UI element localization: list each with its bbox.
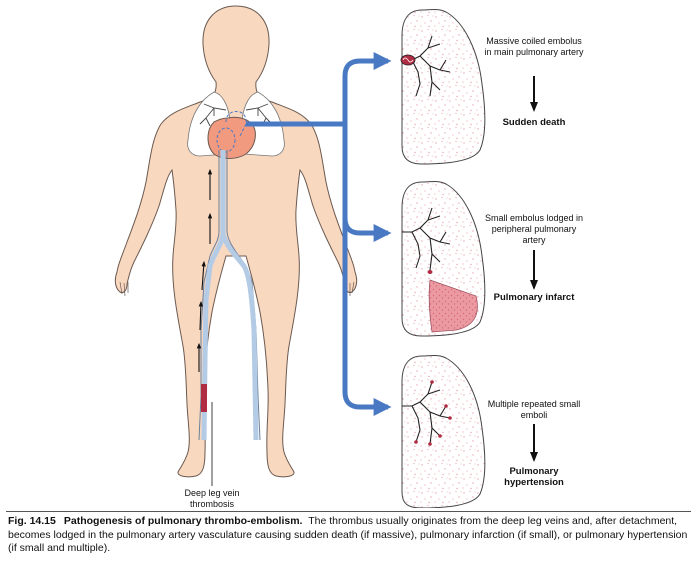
vein-lumen [201, 150, 259, 441]
coiled-embolus-coil [402, 57, 414, 63]
lung-1 [401, 9, 486, 165]
bronchial-tree-1 [402, 35, 451, 97]
bronchial-tree-3 [402, 381, 451, 445]
lung-panel-2 [401, 181, 486, 337]
pathogenesis-diagram [114, 5, 538, 508]
panel2-outcome: Pulmonary infarct [493, 292, 575, 303]
branch-to-infarct [342, 217, 392, 242]
body-silhouette [114, 5, 358, 478]
heart [207, 116, 256, 159]
figure-number: Fig. 14.15 [8, 515, 56, 527]
lung-3 [401, 355, 486, 508]
left-hand-fingers [119, 281, 129, 297]
panel3-outcome: Pulmonary hypertension [504, 466, 564, 488]
embolism-paths [246, 52, 392, 416]
lung-panel-3 [401, 355, 486, 508]
panel3-description: Multiple repeated small emboli [487, 399, 581, 420]
small-embolus [427, 270, 433, 274]
branch-to-hypertension [342, 391, 392, 416]
left-bronchial-tree [199, 103, 227, 127]
right-bronchial-tree [245, 103, 273, 127]
bronchial-tree-2 [402, 207, 451, 271]
panel2-description: Small embolus lodged in peripheral pulmo… [484, 213, 584, 245]
human-figure [114, 5, 358, 486]
heart-right-ventricle-outline [216, 127, 236, 153]
thrombus [201, 384, 207, 412]
caption-divider [6, 511, 691, 512]
panel1-outcome: Sudden death [502, 117, 566, 128]
dvt-label: Deep leg vein thrombosis [184, 488, 240, 509]
pulmonary-infarct [428, 279, 478, 333]
caption-text: The thrombus usually originates from the… [8, 515, 688, 554]
venous-flow-arrows [196, 168, 213, 372]
lung-panel-1 [400, 9, 486, 165]
figure-caption: Fig. 14.15 Pathogenesis of pulmonary thro… [8, 515, 688, 556]
trunk-line [342, 52, 392, 77]
panel1-description: Massive coiled embolus in main pulmonary… [484, 36, 584, 57]
caption-title: Pathogenesis of pulmonary thrombo-emboli… [63, 515, 303, 527]
pulmonary-trunk-outline [225, 111, 247, 137]
multiple-small-emboli [414, 380, 452, 446]
